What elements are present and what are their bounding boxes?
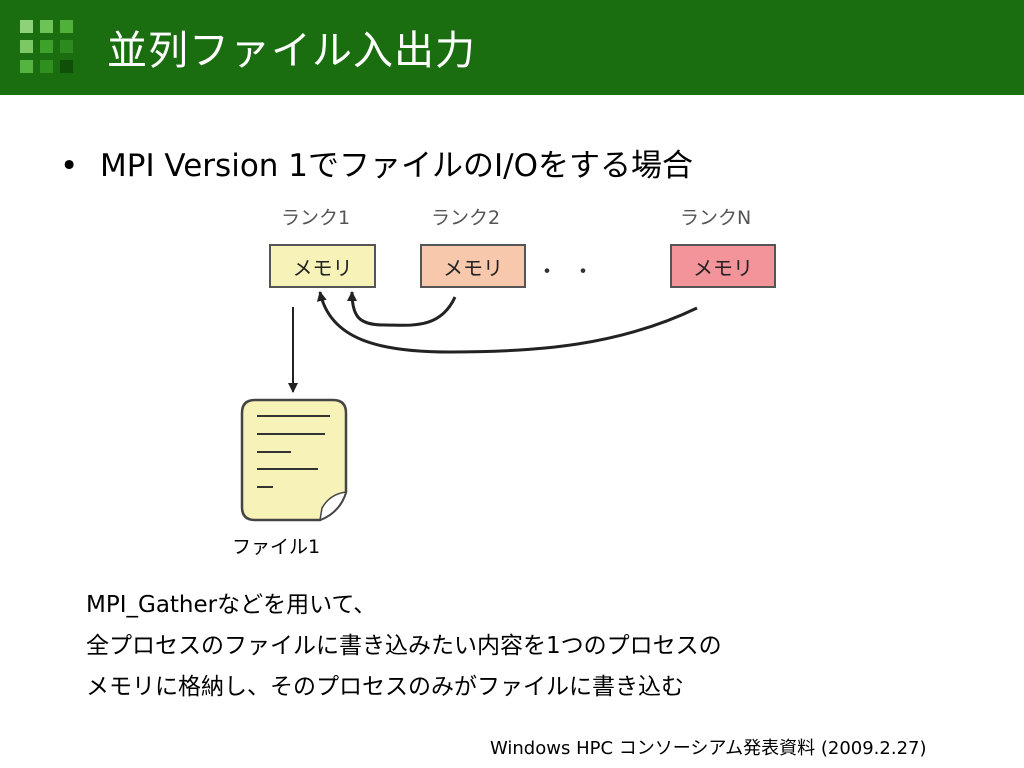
title-bar: 並列ファイル入出力 xyxy=(0,0,1024,95)
bullet-item: • MPI Version 1でファイルのI/Oをする場合 xyxy=(60,140,693,185)
grid-logo-icon xyxy=(20,20,74,74)
description-text: MPI_Gatherなどを用いて、 全プロセスのファイルに書き込みたい内容を1つ… xyxy=(86,585,722,708)
rank-2-label: ランク2 xyxy=(431,207,501,229)
slide-title: 並列ファイル入出力 xyxy=(107,28,476,74)
rank-n-memory-box: メモリ xyxy=(670,244,776,288)
description-line-2: 全プロセスのファイルに書き込みたい内容を1つのプロセスの xyxy=(86,633,722,659)
ellipsis: ・・ xyxy=(536,260,609,285)
rank-1-memory-box: メモリ xyxy=(269,244,376,288)
file-document-icon xyxy=(240,398,348,522)
gather-arrow-rankn xyxy=(316,291,698,354)
rank-2-memory-box: メモリ xyxy=(420,244,526,288)
bullet-dot: • xyxy=(60,148,79,184)
gather-arrow-rank2 xyxy=(347,291,457,327)
rank-n-label: ランクN xyxy=(680,207,752,229)
footer-credit: Windows HPC コンソーシアム発表資料 (2009.2.27) xyxy=(490,738,927,759)
rank-1-label: ランク1 xyxy=(281,207,351,229)
description-line-1: MPI_Gatherなどを用いて、 xyxy=(86,592,377,618)
file-label: ファイル1 xyxy=(232,536,321,558)
bullet-text: MPI Version 1でファイルのI/Oをする場合 xyxy=(100,148,693,184)
description-line-3: メモリに格納し、そのプロセスのみがファイルに書き込む xyxy=(86,674,684,700)
